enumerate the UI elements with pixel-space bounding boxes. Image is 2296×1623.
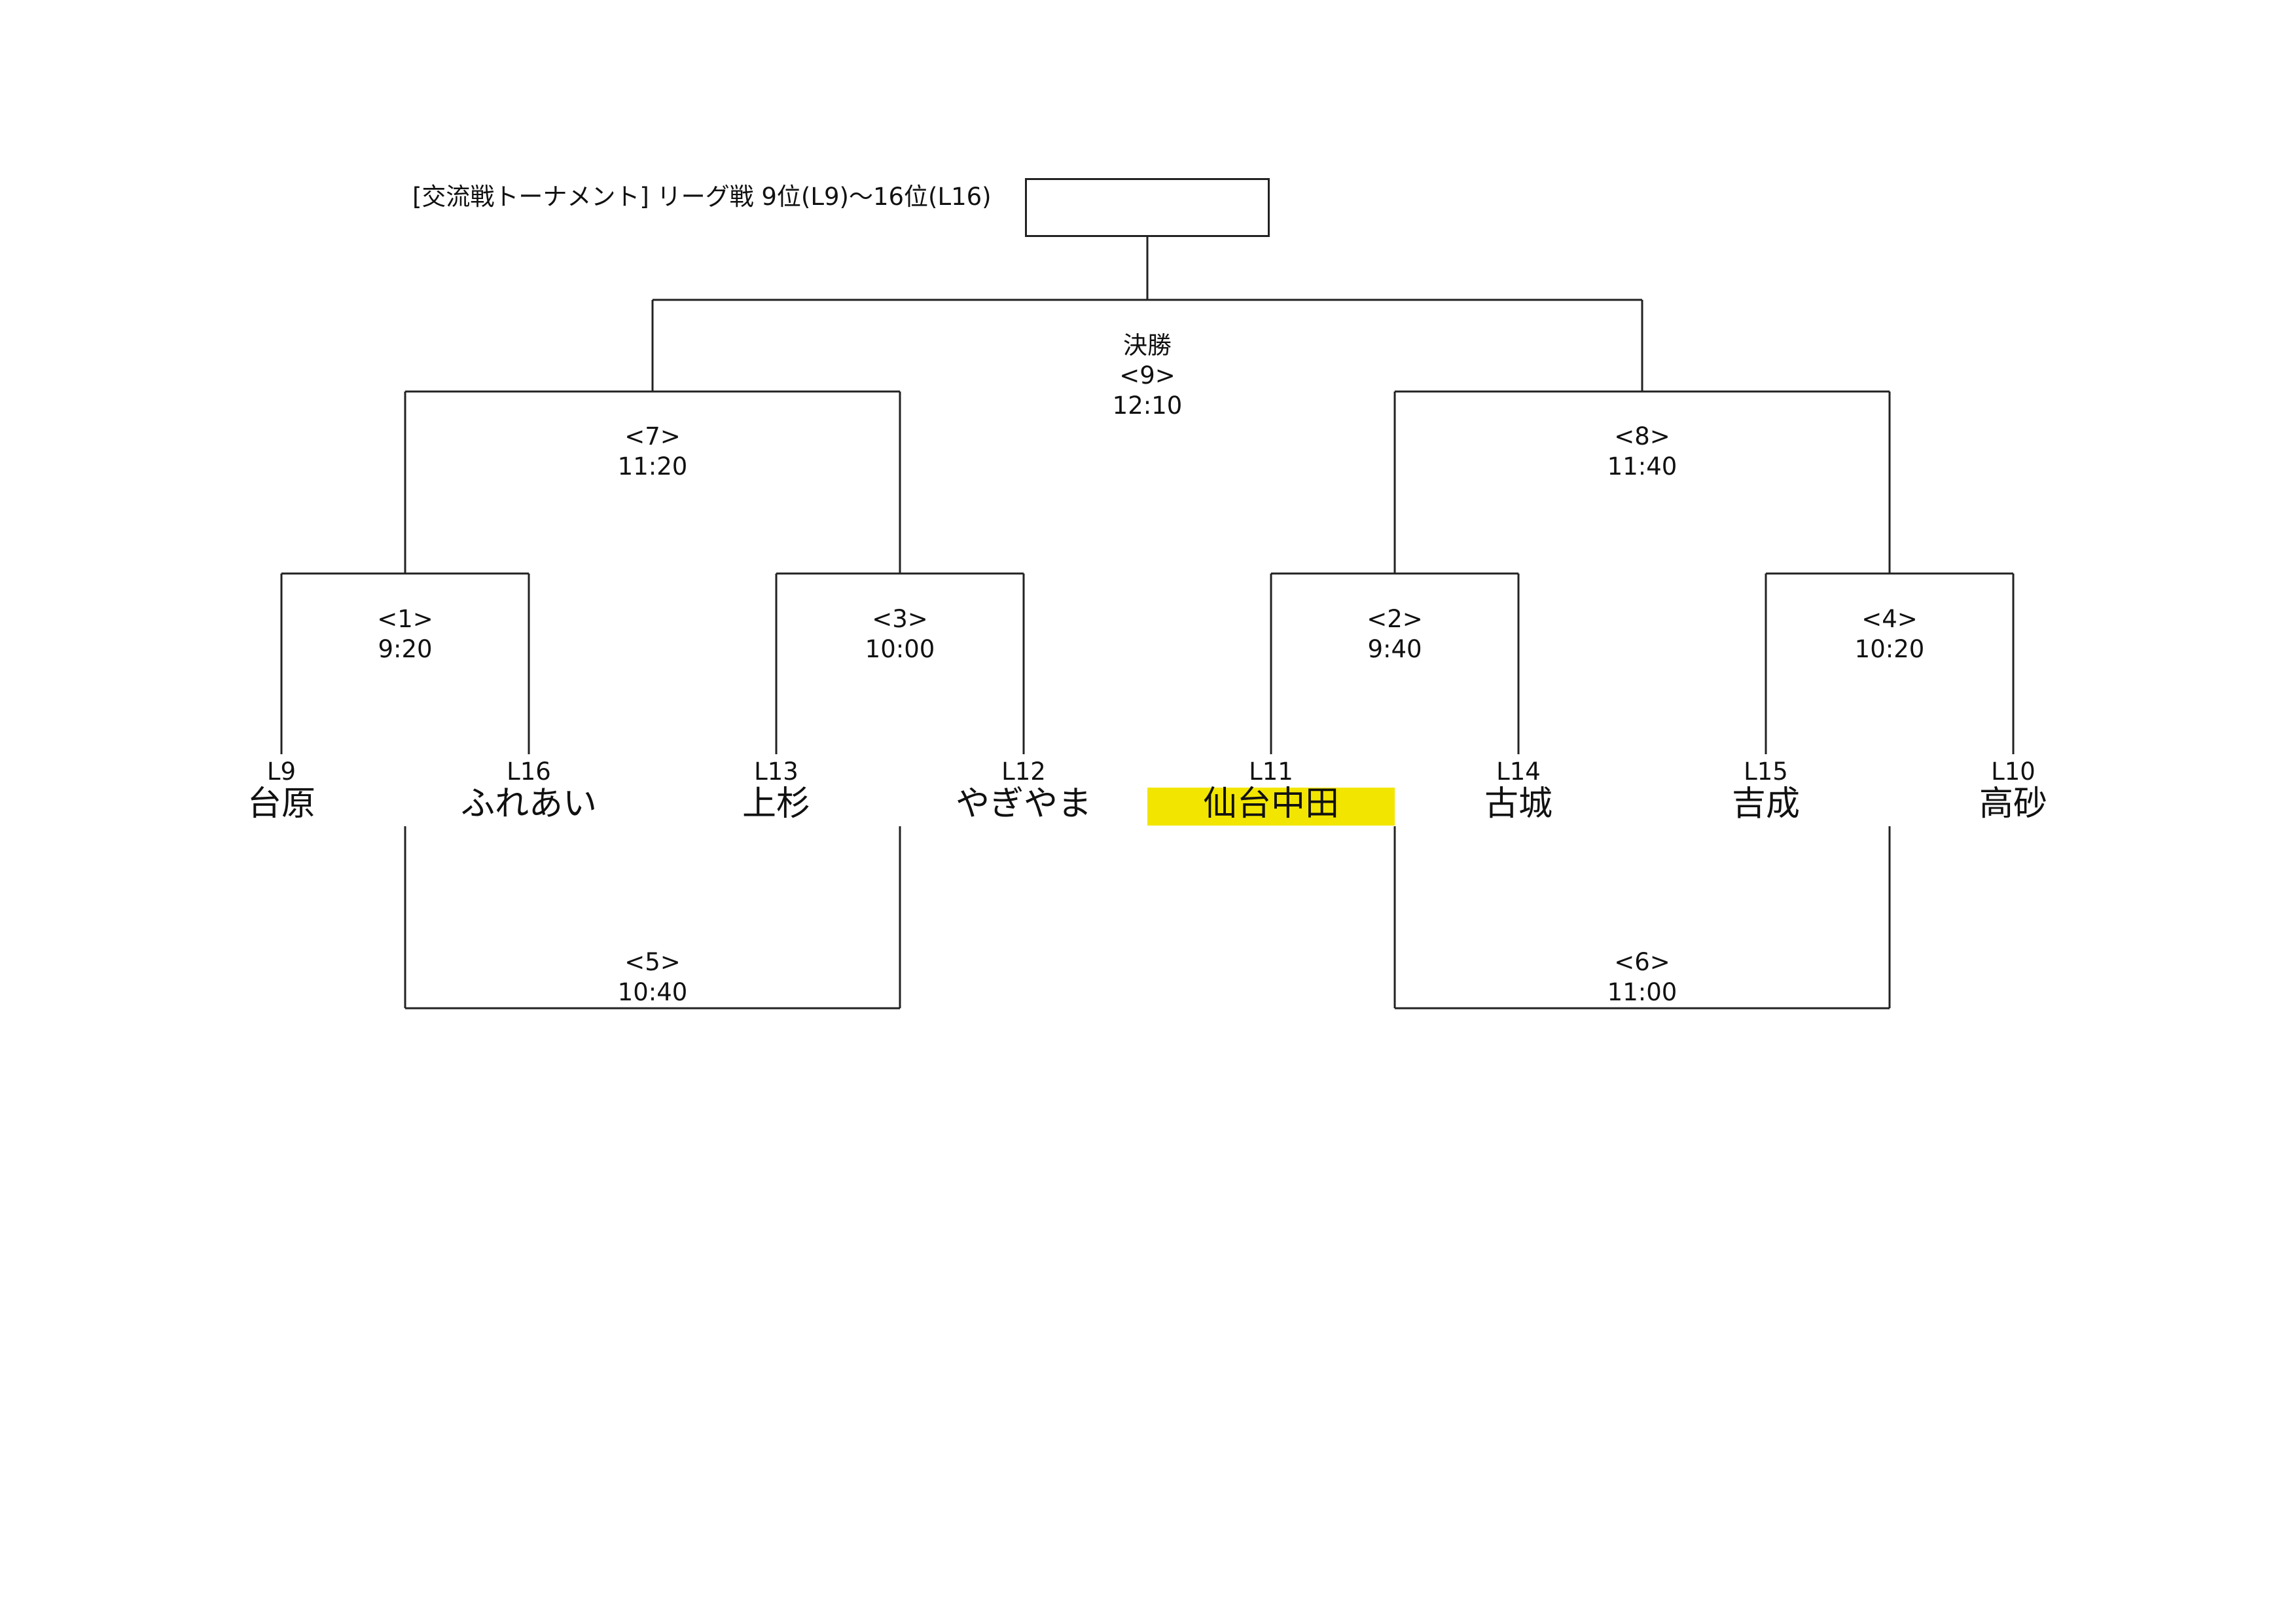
champion-box	[1025, 178, 1270, 237]
match6-time: 11:00	[1607, 978, 1677, 1006]
team-seed: L14	[1496, 757, 1541, 786]
match5-number: <5>	[624, 948, 681, 976]
team-name: 古城	[1484, 784, 1553, 824]
team-name: ふれあい	[460, 784, 598, 824]
match7-number: <7>	[624, 422, 681, 450]
match1-time: 9:20	[378, 635, 433, 663]
match3-number: <3>	[872, 605, 928, 633]
team-seed: L12	[1001, 757, 1046, 786]
team-name: 吉成	[1731, 784, 1801, 824]
team-name: 高砂	[1979, 784, 2048, 824]
team-seed: L16	[507, 757, 551, 786]
highlighted-team-background	[1147, 788, 1395, 826]
match3-time: 10:00	[865, 635, 935, 663]
match1-number: <1>	[377, 605, 433, 633]
team-seed: L13	[754, 757, 798, 786]
team-name: 台原	[247, 784, 316, 824]
match6-number: <6>	[1614, 948, 1670, 976]
match8-number: <8>	[1614, 422, 1670, 450]
match2-number: <2>	[1367, 605, 1423, 633]
team-seed: L11	[1249, 757, 1293, 786]
team-seed: L15	[1744, 757, 1788, 786]
match5-time: 10:40	[617, 978, 688, 1006]
match7-time: 11:20	[617, 452, 688, 481]
final-label: 決勝	[1123, 331, 1172, 359]
final-match-number: <9>	[1119, 361, 1175, 390]
team-name-highlighted: 仙台中田	[1202, 784, 1340, 824]
match2-time: 9:40	[1367, 635, 1422, 663]
team-name: やぎやま	[955, 784, 1092, 824]
match4-time: 10:20	[1854, 635, 1925, 663]
team-seed: L10	[1991, 757, 2036, 786]
tournament-title: [交流戦トーナメント] リーグ戦 9位(L9)～16位(L16)	[412, 183, 992, 211]
team-name: 上杉	[742, 784, 811, 824]
final-match-time: 12:10	[1112, 392, 1183, 420]
match8-time: 11:40	[1607, 452, 1677, 481]
team-seed: L9	[266, 757, 296, 786]
match4-number: <4>	[1861, 605, 1918, 633]
